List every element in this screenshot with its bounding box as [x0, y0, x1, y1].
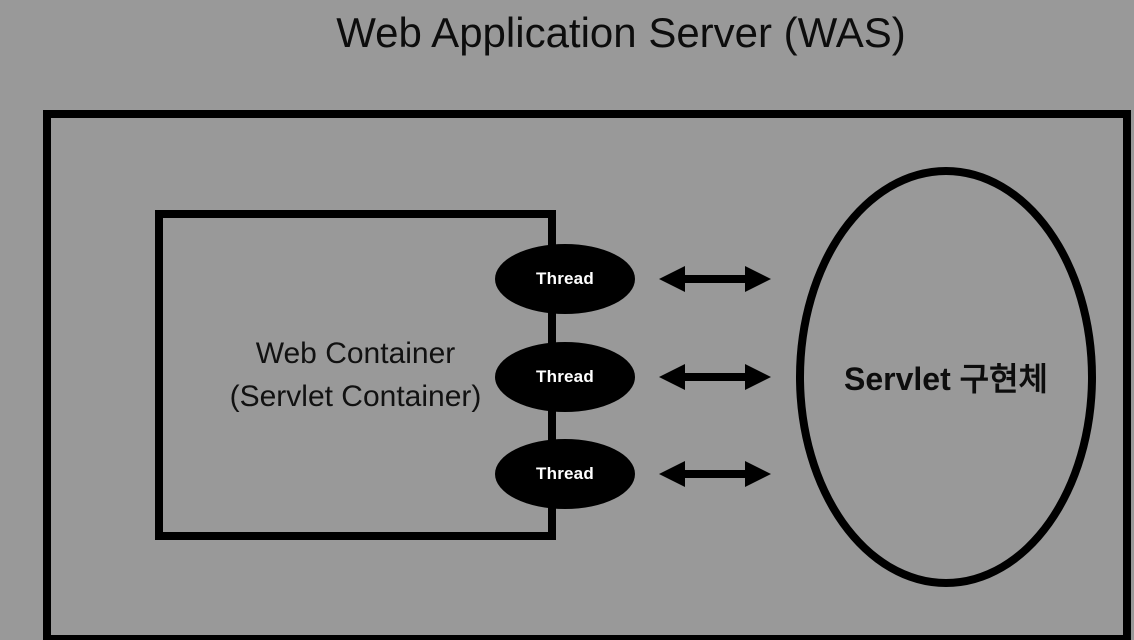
thread-ellipse: Thread [495, 439, 635, 509]
double-arrow-icon [659, 266, 771, 292]
thread-label: Thread [536, 367, 594, 386]
was-boundary-box [43, 110, 1131, 640]
web-container-label-line1: Web Container [255, 337, 456, 370]
servlet-implementation-label: Servlet 구현체 [844, 361, 1048, 397]
diagram-title: Web Application Server (WAS) [336, 9, 906, 56]
thread-ellipse: Thread [495, 244, 635, 314]
double-arrow-icon [659, 461, 771, 487]
web-container-label-line2: (Servlet Container) [229, 380, 482, 413]
double-arrow-icon [659, 364, 771, 390]
thread-ellipse: Thread [495, 342, 635, 412]
servlet-implementation-ellipse: Servlet 구현체 [796, 167, 1096, 587]
thread-label: Thread [536, 464, 594, 483]
thread-label: Thread [536, 269, 594, 288]
